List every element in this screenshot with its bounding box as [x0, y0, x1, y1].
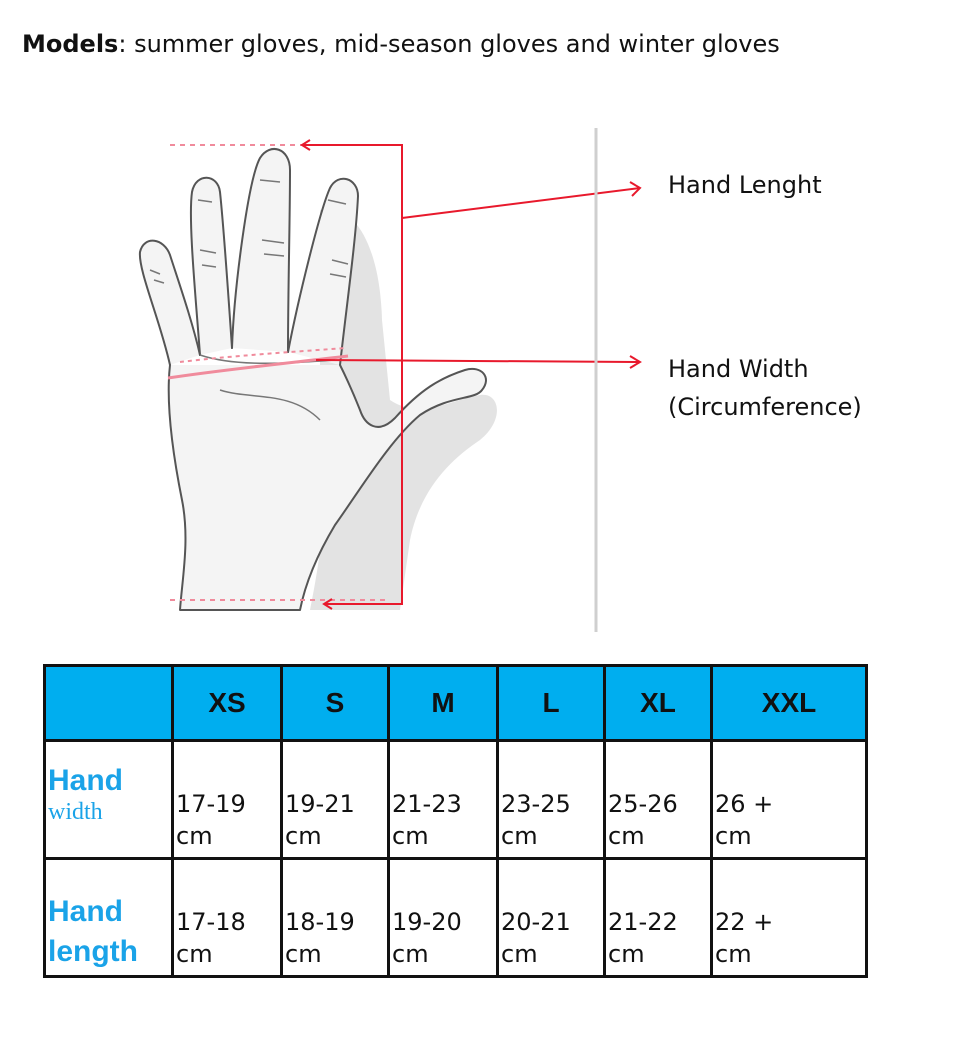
table-cell: 21-22 cm	[603, 857, 713, 978]
row-label-hand-length-line2: length	[48, 935, 138, 968]
hand-width-callout: Hand Width (Circumference)	[668, 350, 862, 426]
table-cell: 17-18 cm	[171, 857, 283, 978]
cell-unit: cm	[392, 939, 429, 968]
hand-measurement-figure: Hand Lenght Hand Width (Circumference)	[120, 120, 920, 640]
models-text: summer gloves, mid-season gloves and win…	[126, 30, 780, 58]
cell-value: 21-22	[608, 907, 678, 936]
table-cell: 20-21 cm	[496, 857, 606, 978]
cell-value: 17-19	[176, 789, 246, 818]
hand-illustration	[138, 128, 642, 632]
cell-unit: cm	[392, 821, 429, 850]
cell-value: 21-23	[392, 789, 462, 818]
table-cell: 21-23 cm	[387, 739, 499, 860]
cell-value: 19-21	[285, 789, 355, 818]
cell-value: 23-25	[501, 789, 571, 818]
table-cell: 19-20 cm	[387, 857, 499, 978]
models-separator: :	[118, 30, 127, 58]
table-cell: 23-25 cm	[496, 739, 606, 860]
cell-value: 26 +	[715, 789, 774, 818]
row-label-hand-length-line1: Hand	[48, 895, 123, 928]
cell-value: 18-19	[285, 907, 355, 936]
cell-unit: cm	[176, 939, 213, 968]
cell-unit: cm	[608, 821, 645, 850]
header-empty-cell	[43, 664, 174, 742]
cell-unit: cm	[715, 821, 752, 850]
header-size-m: M	[387, 664, 499, 742]
cell-unit: cm	[608, 939, 645, 968]
row-label-hand-length: Hand length	[43, 857, 174, 978]
cell-value: 19-20	[392, 907, 462, 936]
cell-value: 20-21	[501, 907, 571, 936]
table-cell: 17-19 cm	[171, 739, 283, 860]
cell-unit: cm	[715, 939, 752, 968]
row-label-hand-width: Hand width	[43, 739, 174, 860]
cell-unit: cm	[285, 939, 322, 968]
knuckle-lines	[149, 179, 349, 421]
header-size-l: L	[496, 664, 606, 742]
header-size-xs: XS	[171, 664, 283, 742]
table-header-row: XS S M L XL XXL	[43, 664, 868, 742]
hand-width-callout-line1: Hand Width	[668, 355, 809, 383]
table-cell: 19-21 cm	[280, 739, 390, 860]
header-size-xl: XL	[603, 664, 713, 742]
row-label-hand-width-line2: width	[48, 799, 103, 825]
models-line: Models: summer gloves, mid-season gloves…	[22, 28, 780, 60]
table-cell: 26 + cm	[710, 739, 868, 860]
table-row-hand-length: Hand length 17-18 cm 18-19 cm 19-20 cm 20-2…	[43, 857, 868, 978]
cell-unit: cm	[176, 821, 213, 850]
header-size-s: S	[280, 664, 390, 742]
table-cell: 18-19 cm	[280, 857, 390, 978]
hand-width-callout-line2: (Circumference)	[668, 393, 862, 421]
size-chart-table: XS S M L XL XXL Hand width 17-19 cm 19-21…	[43, 664, 868, 978]
hand-outline	[138, 147, 487, 611]
cell-value: 22 +	[715, 907, 774, 936]
header-size-xxl: XXL	[710, 664, 868, 742]
row-label-hand-width-line1: Hand	[48, 764, 123, 797]
hand-length-callout: Hand Lenght	[668, 171, 822, 199]
cell-value: 17-18	[176, 907, 246, 936]
table-row-hand-width: Hand width 17-19 cm 19-21 cm 21-23 cm 23-25…	[43, 739, 868, 860]
table-cell: 22 + cm	[710, 857, 868, 978]
length-bracket	[300, 139, 642, 610]
table-cell: 25-26 cm	[603, 739, 713, 860]
cell-unit: cm	[501, 939, 538, 968]
cell-unit: cm	[501, 821, 538, 850]
cell-value: 25-26	[608, 789, 678, 818]
cell-unit: cm	[285, 821, 322, 850]
models-label: Models	[22, 30, 119, 58]
